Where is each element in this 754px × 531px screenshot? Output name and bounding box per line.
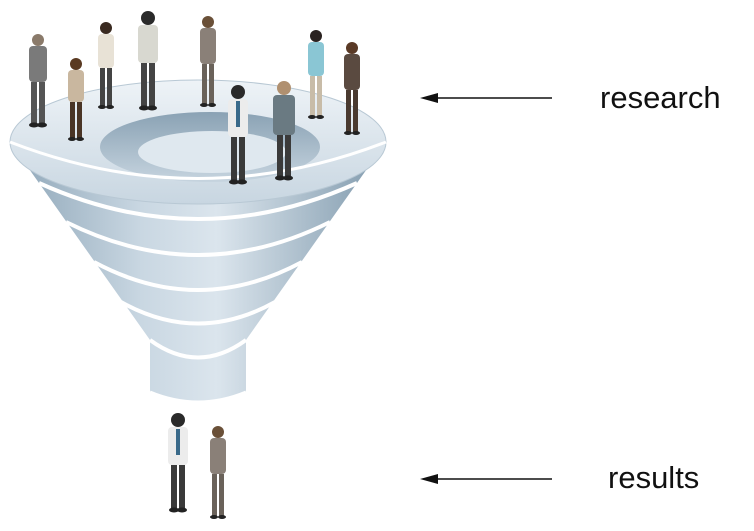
person-icon — [344, 42, 360, 135]
person-icon — [210, 426, 226, 519]
person-icon — [98, 22, 114, 109]
funnel-ring — [148, 338, 248, 360]
person-icon — [168, 413, 188, 513]
funnel-opening-inner — [138, 131, 286, 173]
person-icon — [228, 85, 248, 185]
person-icon — [29, 34, 47, 128]
person-icon — [138, 11, 158, 111]
funnel-ring — [65, 220, 331, 257]
funnel-ring — [38, 181, 358, 221]
person-icon — [273, 81, 295, 181]
person-icon — [200, 16, 216, 107]
funnel-icon — [9, 79, 387, 404]
people-group-top — [29, 11, 360, 185]
arrow-left-icon — [420, 474, 552, 484]
research-label: research — [600, 80, 721, 115]
arrow-left-icon — [420, 93, 552, 103]
person-icon — [68, 58, 84, 141]
results-label: results — [608, 460, 700, 495]
funnel-spout-bottom — [149, 390, 247, 404]
funnel-ring — [120, 300, 276, 326]
funnel-ring — [93, 260, 303, 292]
funnel-rim-edge — [9, 140, 387, 180]
people-group-bottom — [168, 413, 226, 519]
person-icon — [308, 30, 324, 119]
